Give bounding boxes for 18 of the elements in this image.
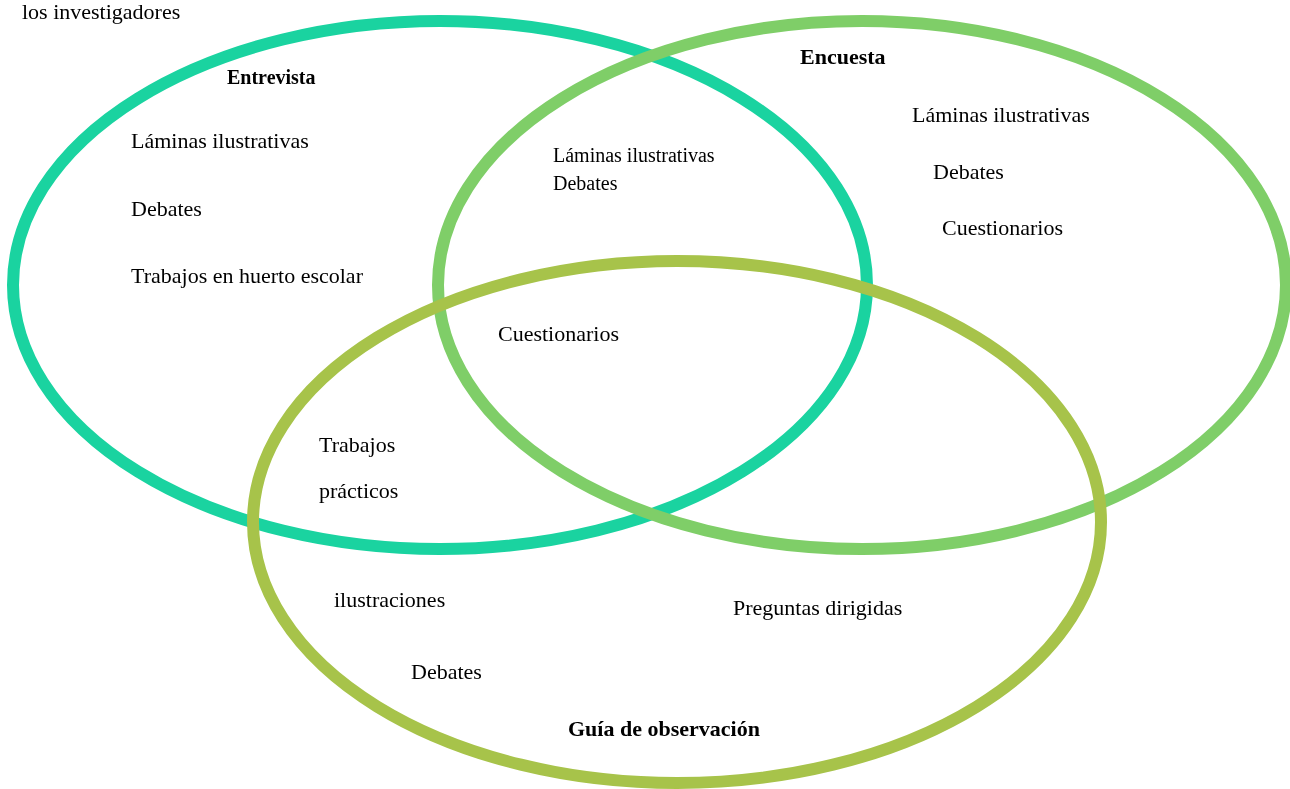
item-label: Preguntas dirigidas: [733, 596, 903, 621]
item-label: Debates: [933, 160, 1004, 185]
item-label: prácticos: [319, 479, 399, 504]
item-label: ilustraciones: [334, 588, 446, 613]
caption-fragment: los investigadores: [22, 0, 181, 25]
item-label: Cuestionarios: [498, 322, 619, 347]
set-heading: Entrevista: [227, 66, 316, 88]
set-heading: Encuesta: [800, 45, 886, 70]
item-label: Trabajos en huerto escolar: [131, 264, 363, 289]
item-label: Debates: [411, 660, 482, 685]
item-label: Debates: [553, 172, 618, 194]
set-heading: Guía de observación: [568, 717, 760, 742]
item-label: Cuestionarios: [942, 216, 1063, 241]
item-label: Debates: [131, 197, 202, 222]
item-label: Láminas ilustrativas: [553, 144, 715, 166]
item-label: Láminas ilustrativas: [912, 103, 1090, 128]
item-label: Láminas ilustrativas: [131, 129, 309, 154]
item-label: Trabajos: [319, 433, 396, 458]
